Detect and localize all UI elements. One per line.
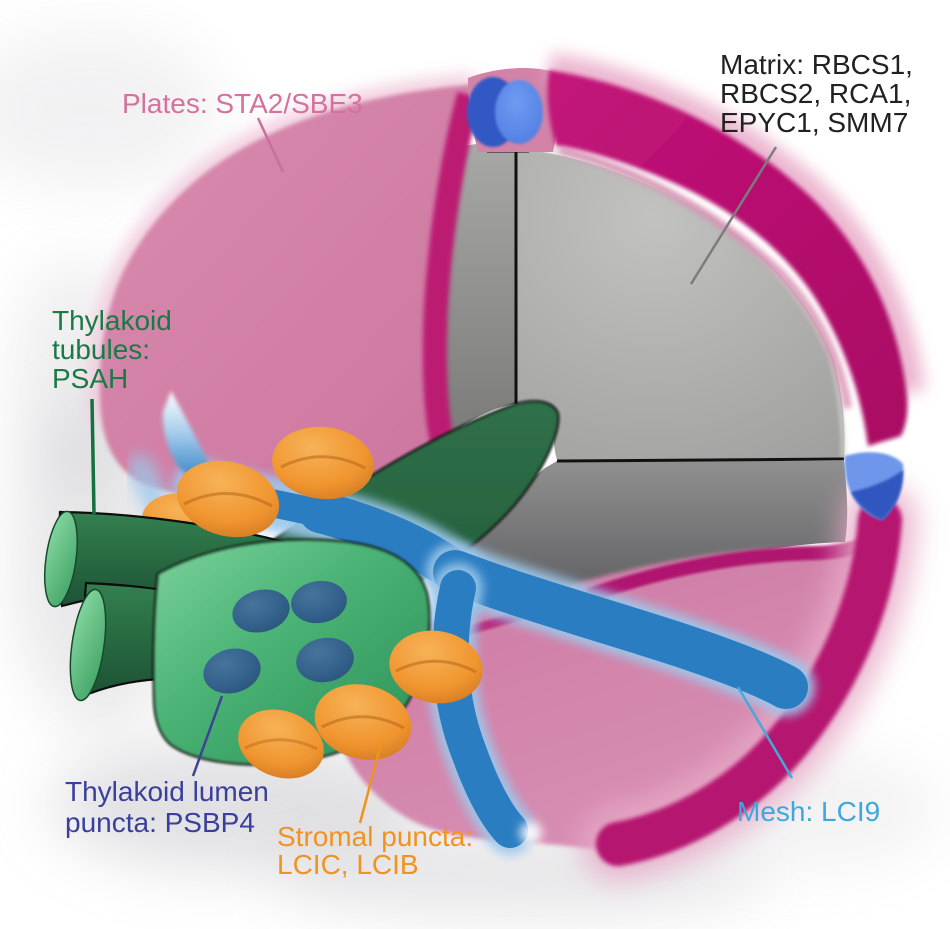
- tubule-cylinder-1-end: [43, 510, 79, 608]
- lumen-punctum: [203, 648, 261, 694]
- plate-lower-right: [581, 483, 917, 881]
- plate-upper-right-inner-glow: [559, 146, 852, 409]
- stromal-punctum: [314, 684, 412, 760]
- plate-upper-left: [88, 74, 481, 503]
- junction-right-dark: [851, 470, 903, 520]
- plate-junction-right: [844, 452, 904, 520]
- plate-upper-right-core: [547, 70, 908, 446]
- plate-upper-right: [546, 53, 925, 446]
- cut-edge-horizontal: [556, 457, 845, 463]
- tubules-label-line2: tubules:: [52, 334, 150, 365]
- matrix-leader: [689, 146, 778, 285]
- matrix-main-cut-face: [516, 149, 845, 460]
- lumen-label-line2: puncta: PSBP4: [65, 807, 255, 838]
- plates-label: Plates: STA2/SBE3: [122, 88, 363, 119]
- stromal-punctum-seam: [395, 659, 477, 674]
- stromal-punctum-seam: [183, 492, 273, 508]
- lumen-label-line1: Thylakoid lumen: [65, 776, 269, 807]
- lumen-punctum: [296, 637, 354, 683]
- stromal-punctum: [389, 630, 483, 704]
- mesh-label: Mesh: LCI9: [737, 796, 880, 827]
- junction-light-lobe: [495, 80, 543, 144]
- stromal-label-line2: LCIC, LCIB: [277, 849, 419, 880]
- tubules-label-line1: Thylakoid: [52, 305, 172, 336]
- mesh-tip: [162, 391, 218, 484]
- mesh-branch-right-core: [433, 550, 808, 709]
- lumen-punctum: [291, 580, 347, 624]
- stromal-punctum: [176, 460, 280, 538]
- stromal-punctum: [238, 709, 324, 779]
- plate-junction-top: [467, 67, 566, 152]
- stromal-puncta: [176, 426, 483, 779]
- lumen-punctum: [232, 589, 290, 633]
- plates-leader: [256, 117, 285, 173]
- matrix-label-line3: EPYC1, SMM7: [720, 107, 908, 138]
- stromal-punctum-seam: [244, 738, 318, 751]
- lumen-leader: [191, 695, 224, 777]
- mesh-leader: [736, 686, 794, 779]
- matrix-label-line1: Matrix: RBCS1,: [720, 49, 913, 80]
- mesh-branch-down-core: [432, 570, 528, 848]
- mesh-branch-fade-tip: [520, 822, 542, 844]
- plate-upper-right-glow: [546, 53, 925, 394]
- stromal-label-line1: Stromal puncta:: [277, 821, 473, 852]
- matrix-label-line2: RBCS2, RCA1,: [720, 78, 911, 109]
- tubules-label-line3: PSAH: [52, 363, 128, 394]
- tubules-leader: [90, 398, 96, 515]
- plate-lower-right-core: [596, 498, 902, 866]
- stromal-punctum-seam: [280, 455, 366, 470]
- stromal-punctum-seam: [321, 715, 405, 730]
- lumen-puncta: [203, 580, 354, 694]
- tubule-cylinder-2-end: [69, 588, 107, 702]
- leader-lines: [90, 117, 794, 824]
- plate-upper-left-halo: [88, 74, 477, 424]
- plate-upper-left-body: [99, 84, 479, 501]
- stromal-leader: [358, 739, 384, 824]
- labels: Plates: STA2/SBE3 Matrix: RBCS1, RBCS2, …: [52, 49, 913, 880]
- stromal-punctum: [272, 426, 374, 500]
